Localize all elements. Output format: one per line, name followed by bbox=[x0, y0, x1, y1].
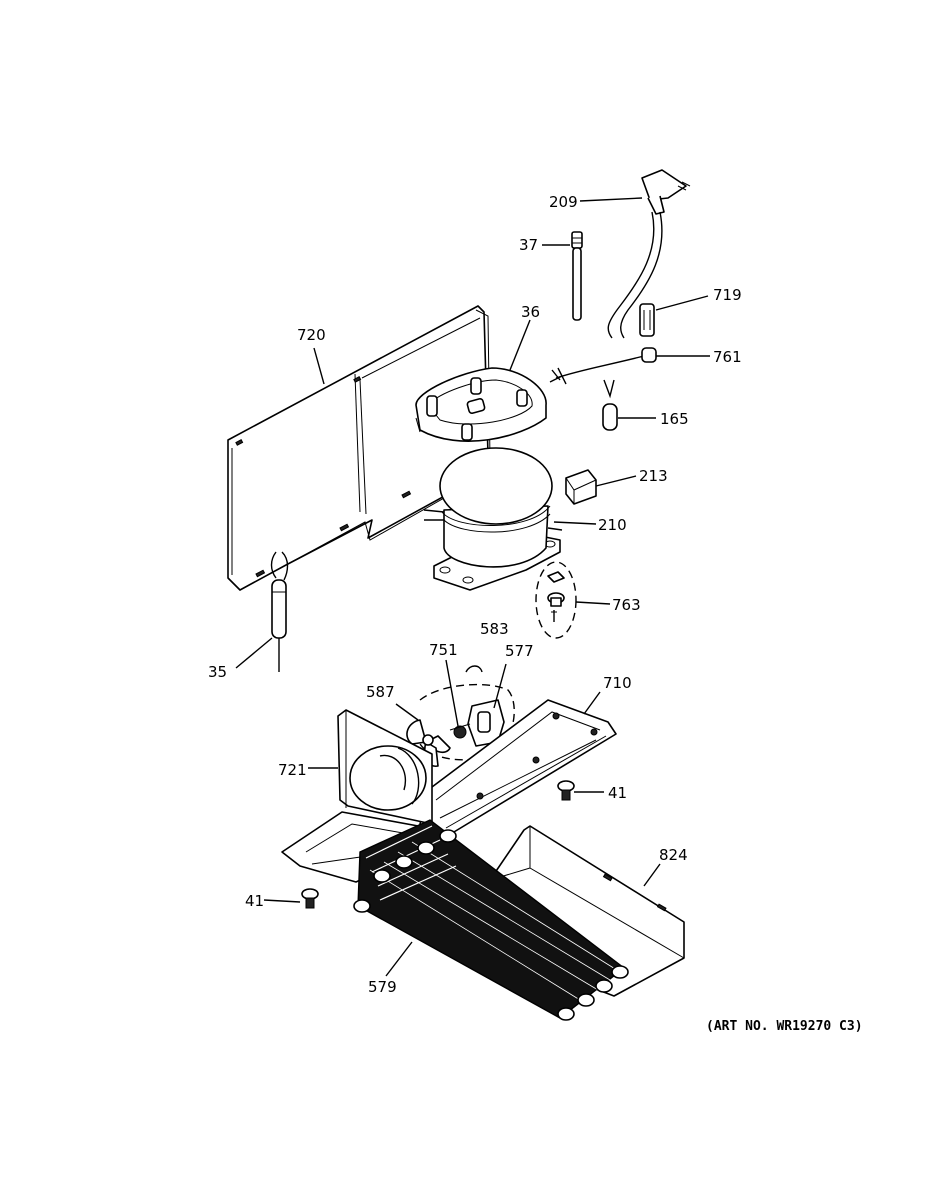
label-165: 165 bbox=[660, 410, 689, 428]
label-41-left: 41 bbox=[245, 892, 264, 910]
back-panel-720 bbox=[227, 305, 493, 591]
compressor-210 bbox=[423, 447, 563, 591]
probe-35 bbox=[270, 551, 289, 672]
fan-shroud-721 bbox=[337, 709, 433, 825]
harness-761 bbox=[549, 347, 657, 385]
label-37: 37 bbox=[519, 236, 538, 254]
label-209: 209 bbox=[549, 193, 578, 211]
screw-41-right bbox=[557, 780, 575, 801]
screw-41-left bbox=[301, 888, 319, 909]
condenser-coil-579 bbox=[353, 819, 629, 1021]
label-721: 721 bbox=[278, 761, 307, 779]
label-577: 577 bbox=[505, 642, 534, 660]
clip-583 bbox=[465, 665, 483, 673]
label-213: 213 bbox=[639, 467, 668, 485]
lower-tray bbox=[281, 811, 445, 883]
leader-lines bbox=[235, 197, 710, 977]
label-41-right: 41 bbox=[608, 784, 627, 802]
label-763: 763 bbox=[612, 596, 641, 614]
clip-719 bbox=[639, 303, 655, 337]
part-labels: 209 37 719 720 36 761 165 213 210 763 35… bbox=[208, 193, 863, 1034]
label-824: 824 bbox=[659, 846, 688, 864]
compressor-tray-36 bbox=[415, 367, 547, 442]
relay-213 bbox=[565, 469, 597, 505]
label-587: 587 bbox=[366, 683, 395, 701]
power-cord-209 bbox=[607, 169, 691, 339]
label-720: 720 bbox=[297, 326, 326, 344]
label-719: 719 bbox=[713, 286, 742, 304]
art-number: (ART NO. WR19270 C3) bbox=[706, 1019, 863, 1034]
label-579: 579 bbox=[368, 978, 397, 996]
label-583: 583 bbox=[480, 620, 509, 638]
label-751: 751 bbox=[429, 641, 458, 659]
tube-37 bbox=[571, 231, 583, 321]
base-plate-710 bbox=[419, 699, 617, 839]
grommet-kit-763 bbox=[535, 561, 577, 639]
capacitor-165 bbox=[602, 379, 618, 431]
label-210: 210 bbox=[598, 516, 627, 534]
label-710: 710 bbox=[603, 674, 632, 692]
grommet-751 bbox=[453, 725, 467, 739]
label-35: 35 bbox=[208, 663, 227, 681]
label-36: 36 bbox=[521, 303, 540, 321]
fan-motor-577 bbox=[419, 683, 515, 761]
label-761: 761 bbox=[713, 348, 742, 366]
